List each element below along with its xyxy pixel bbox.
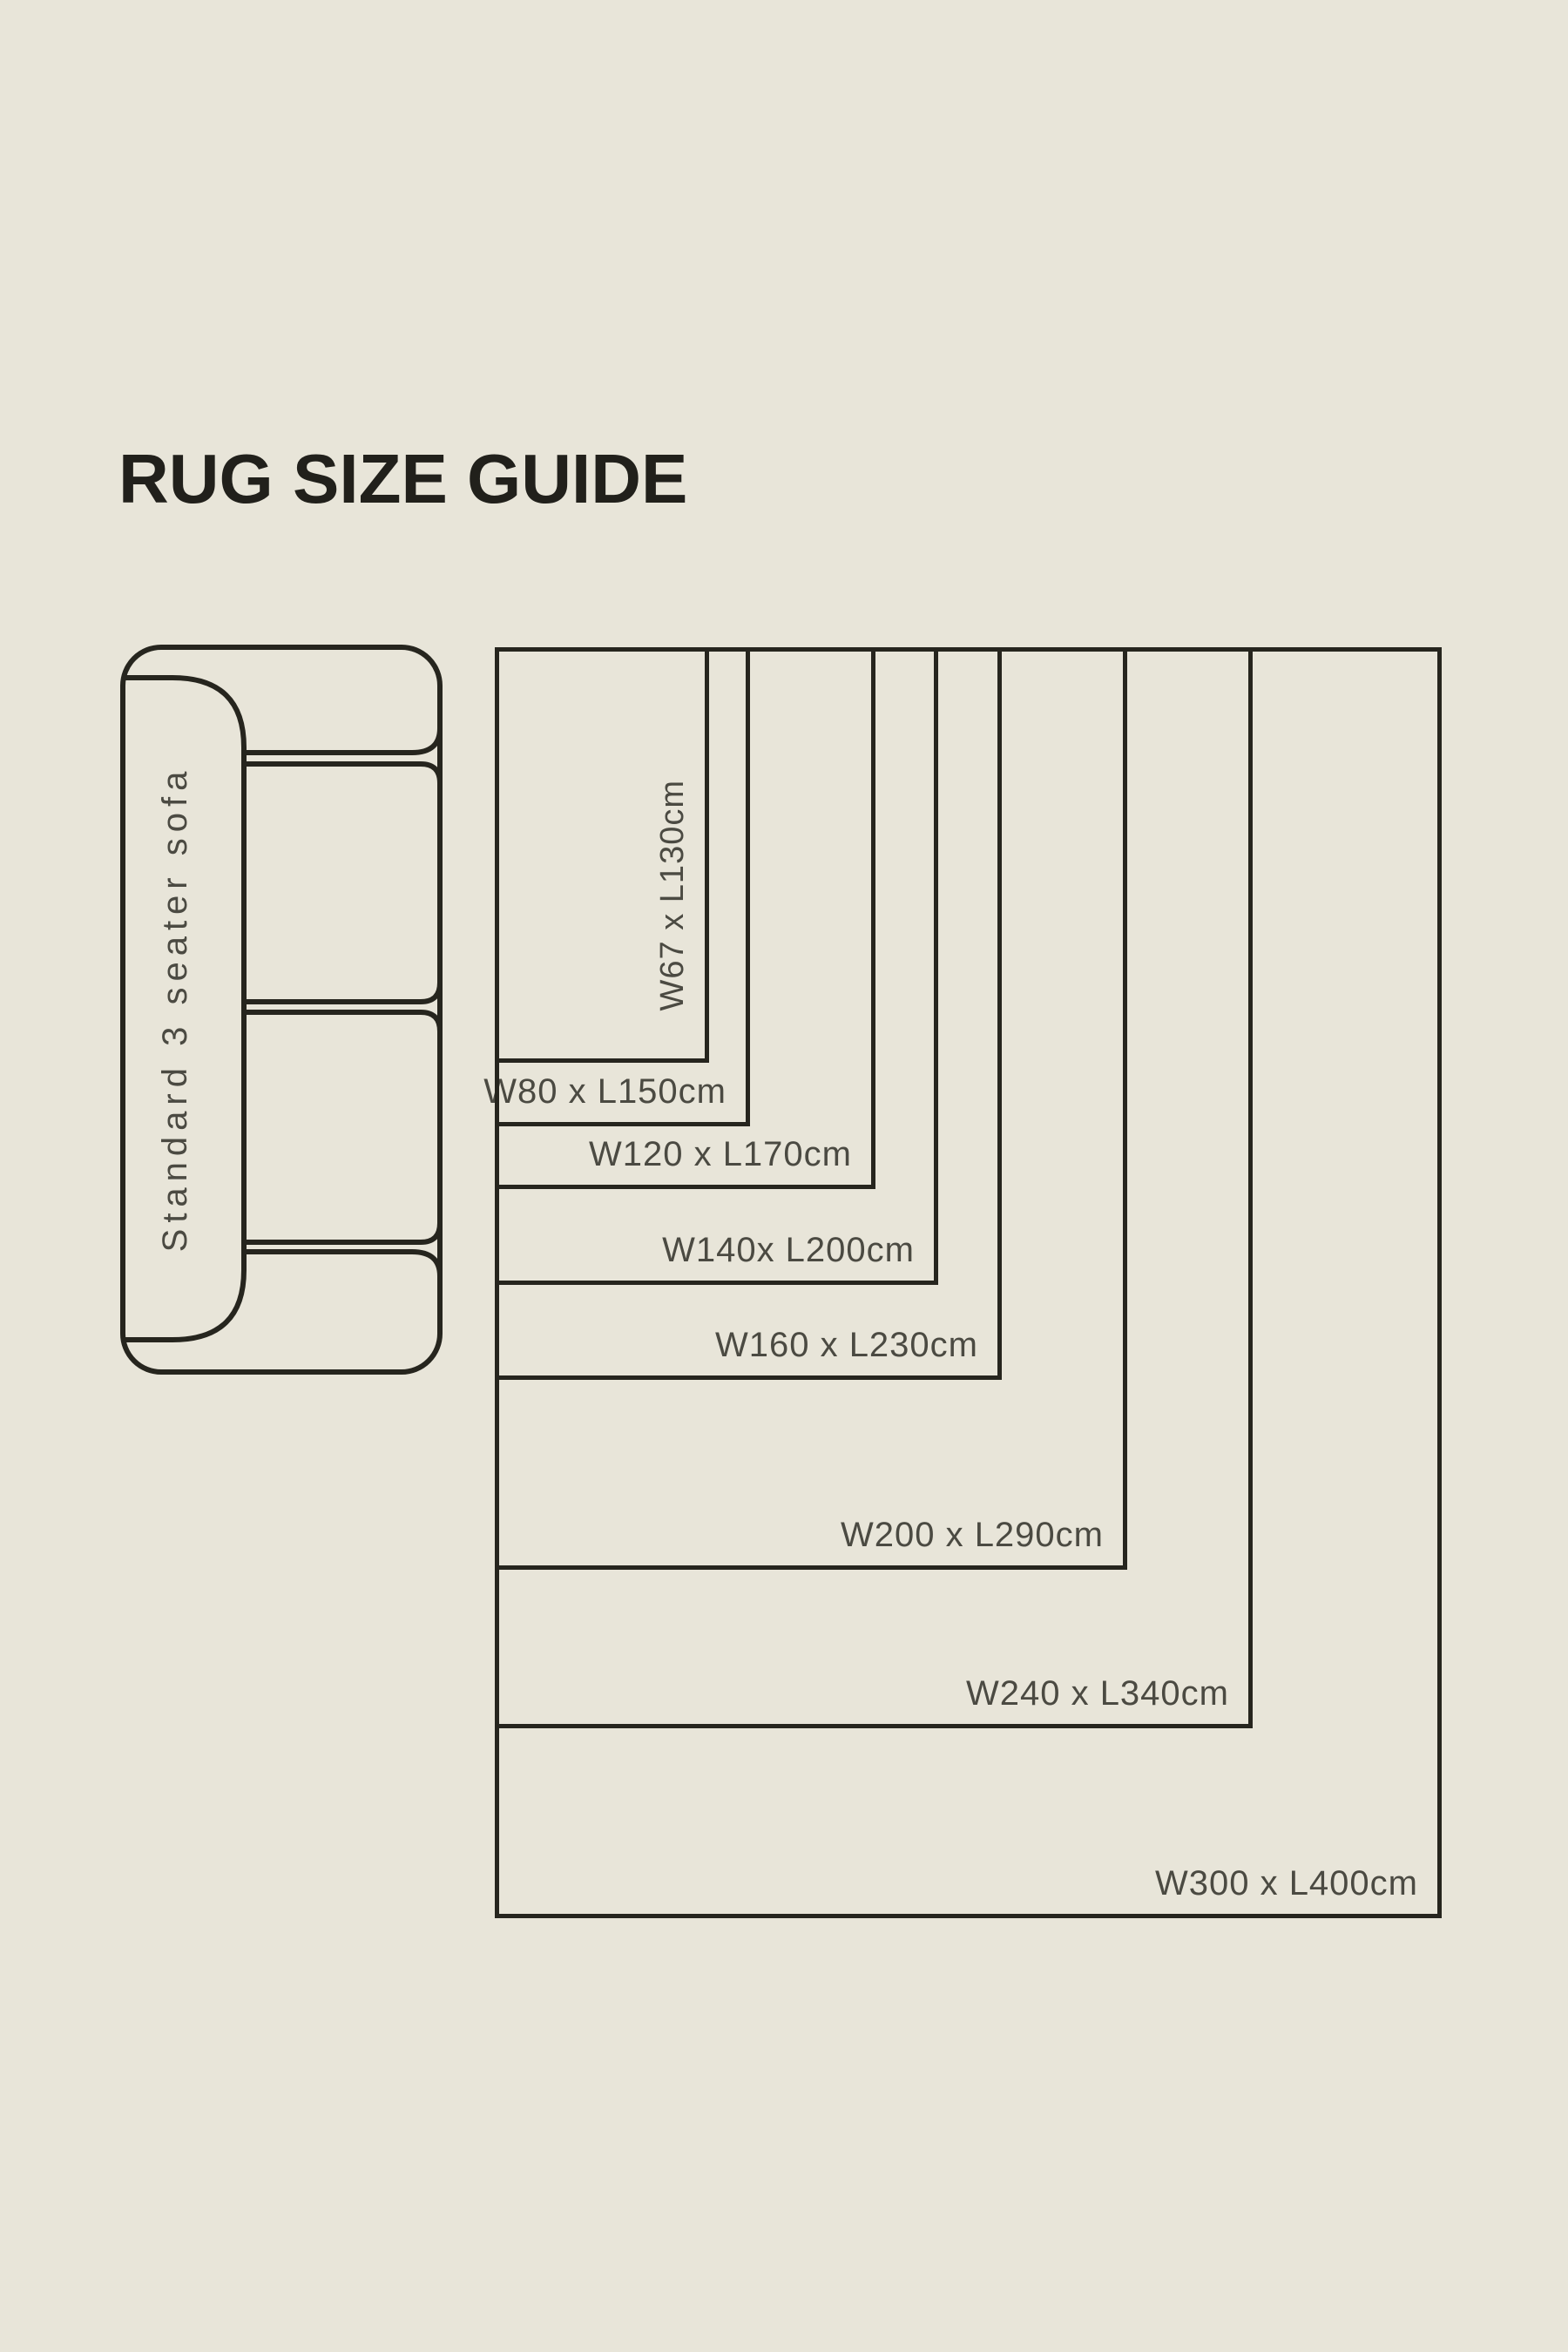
- rug-rect-w300-l400: W300 x L400cm: [495, 647, 1442, 1918]
- sofa-arm-divider-bottom: [244, 1249, 443, 1277]
- sofa-seat-cushion-1: [244, 761, 443, 1004]
- rug-label-w240-l340: W240 x L340cm: [965, 1674, 1229, 1713]
- sofa-arm-divider-top: [244, 727, 443, 755]
- sofa-label: Standard 3 seater sofa: [156, 766, 194, 1253]
- rug-label-w140-l200: W140x L200cm: [662, 1231, 915, 1269]
- rug-label-w160-l230: W160 x L230cm: [714, 1326, 978, 1364]
- sofa-outline: [120, 645, 443, 1375]
- rug-label-w300-l400: W300 x L400cm: [1154, 1864, 1418, 1903]
- rug-label-w120-l170: W120 x L170cm: [588, 1135, 852, 1173]
- page-title: RUG SIZE GUIDE: [118, 440, 688, 517]
- rug-label-w80-l150: W80 x L150cm: [483, 1072, 727, 1111]
- sofa-backrest: [123, 675, 247, 1342]
- rug-label-w200-l290: W200 x L290cm: [840, 1516, 1104, 1554]
- sofa-seat-cushion-2: [244, 1010, 443, 1245]
